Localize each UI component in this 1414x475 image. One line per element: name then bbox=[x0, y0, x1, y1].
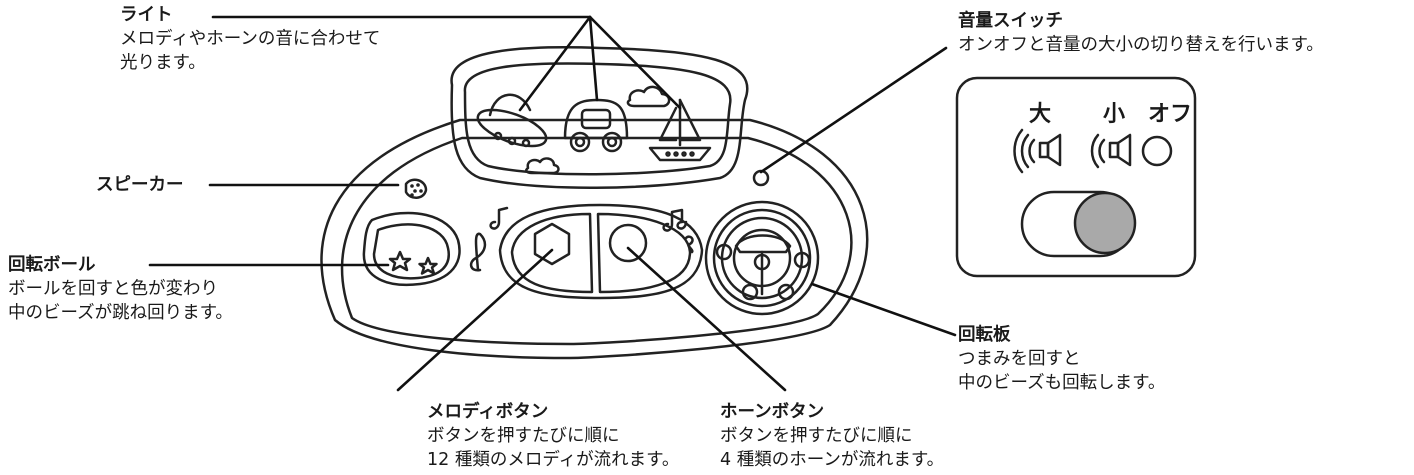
speaker-title: スピーカー bbox=[96, 175, 184, 195]
volume-desc-1: オンオフと音量の大小の切り替えを行います。 bbox=[958, 35, 1324, 55]
volume-large-label: 大 bbox=[1029, 102, 1052, 127]
speaker-dots bbox=[410, 183, 423, 197]
volume-switch-knob bbox=[1073, 191, 1137, 255]
volume-small-label: 小 bbox=[1103, 102, 1126, 127]
speaker-wave-icon bbox=[1013, 128, 1062, 174]
light-label: ライト メロディやホーンの音に合わせて 光ります。 bbox=[120, 3, 380, 75]
circle-icon bbox=[608, 223, 648, 263]
dial-label: 回転板 つまみを回すと 中のビーズも回転します。 bbox=[958, 323, 1165, 395]
ball-desc-1: ボールを回すと色が変わり bbox=[8, 279, 218, 299]
horn-desc-2: 4 種類のホーンが流れます。 bbox=[720, 450, 945, 470]
car-icon bbox=[563, 98, 629, 153]
button-area bbox=[498, 203, 704, 300]
star-icon bbox=[388, 250, 412, 272]
volume-title: 音量スイッチ bbox=[958, 11, 1063, 31]
cloud-icon bbox=[525, 157, 560, 175]
speaker-label: スピーカー bbox=[96, 173, 184, 197]
volume-off-label: オフ bbox=[1148, 102, 1193, 127]
rotating-dial bbox=[704, 200, 820, 316]
volume-label: 音量スイッチ オンオフと音量の大小の切り替えを行います。 bbox=[958, 9, 1324, 57]
leader-lines bbox=[148, 15, 957, 392]
cloud-icon bbox=[626, 85, 671, 108]
speaker-grill bbox=[404, 178, 428, 199]
horn-title: ホーンボタン bbox=[720, 402, 825, 422]
light-desc-1: メロディやホーンの音に合わせて bbox=[120, 29, 381, 49]
hexagon-icon bbox=[533, 222, 571, 266]
music-note-icon bbox=[662, 208, 688, 232]
melody-desc-1: ボタンを押すたびに順に bbox=[427, 426, 620, 446]
dial-title: 回転板 bbox=[958, 325, 1011, 345]
volume-panel bbox=[955, 76, 1197, 278]
melody-title: メロディボタン bbox=[427, 402, 549, 422]
dial-desc-2: 中のビーズも回転します。 bbox=[958, 373, 1166, 393]
horn-desc-1: ボタンを押すたびに順に bbox=[720, 426, 913, 446]
melody-label: メロディボタン ボタンを押すたびに順に 12 種類のメロディが流れます。 bbox=[427, 400, 679, 472]
dial-desc-1: つまみを回すと bbox=[958, 349, 1081, 369]
treble-clef-icon bbox=[469, 232, 487, 272]
light-panel bbox=[450, 46, 749, 189]
ball-desc-2: 中のビーズが跳ね回ります。 bbox=[8, 303, 233, 323]
light-desc-2: 光ります。 bbox=[120, 53, 206, 73]
toy-body bbox=[320, 118, 869, 360]
rotating-ball bbox=[362, 211, 461, 287]
horn-label: ホーンボタン ボタンを押すたびに順に 4 種類のホーンが流れます。 bbox=[720, 400, 944, 472]
melody-desc-2: 12 種類のメロディが流れます。 bbox=[427, 450, 680, 470]
horn-button bbox=[596, 212, 692, 294]
music-note-icon bbox=[489, 206, 509, 230]
melody-button bbox=[510, 212, 594, 294]
music-note-icon bbox=[684, 235, 694, 254]
off-icon bbox=[1141, 135, 1173, 167]
light-title: ライト bbox=[120, 5, 173, 25]
speaker-wave-icon bbox=[1090, 133, 1132, 169]
star-icon bbox=[418, 256, 438, 275]
ufo-icon bbox=[476, 93, 548, 148]
ball-title: 回転ボール bbox=[8, 255, 96, 275]
ball-label: 回転ボール ボールを回すと色が変わり 中のビーズが跳ね回ります。 bbox=[8, 253, 233, 325]
